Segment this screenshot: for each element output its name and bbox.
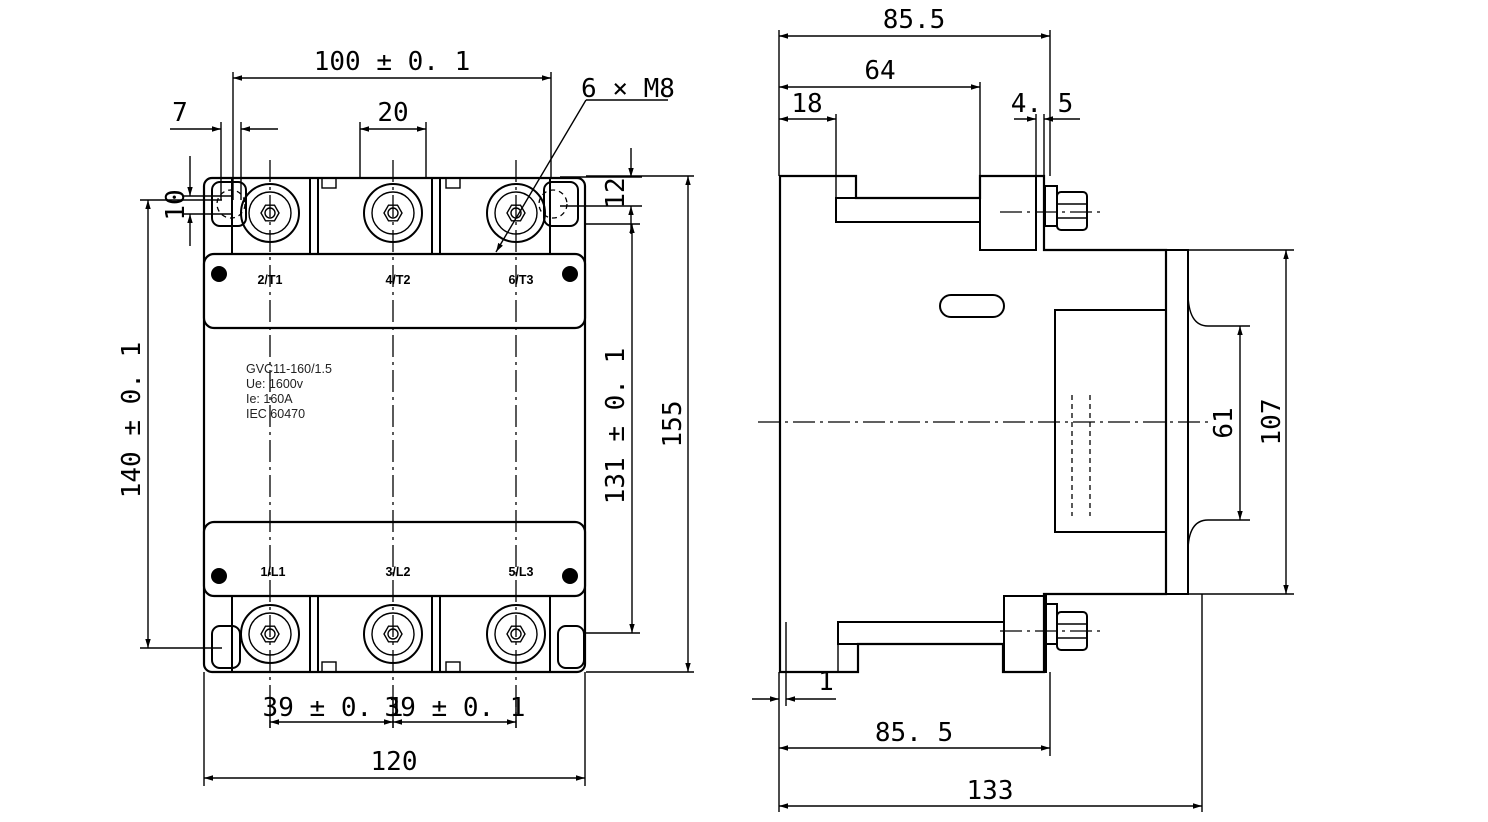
dim-width-20: 20 <box>377 98 408 128</box>
nameplate-voltage: Ue: 1600v <box>246 377 304 391</box>
mount-screw-icon <box>562 568 578 584</box>
front-view: 2/T1 4/T2 6/T3 1/L1 3/L2 5/L3 GVC11-160/… <box>117 47 694 786</box>
mount-screw-icon <box>562 266 578 282</box>
dim-height-61: 61 <box>1209 407 1239 438</box>
bottom-label-strip <box>202 520 587 598</box>
top-label-strip <box>202 252 587 330</box>
bottom-terminal-block <box>211 595 585 673</box>
dim-width-120: 120 <box>371 747 418 777</box>
dim-height-140: 140 ± 0. 1 <box>117 342 147 499</box>
dim-offset-12: 12 <box>601 177 631 208</box>
terminal-label-1-l1: 1/L1 <box>260 565 285 579</box>
side-view: 85.5 64 18 4. 5 61 107 1 85. 5 <box>752 5 1294 812</box>
dim-pitch-39-left: 39 ± 0. 1 <box>263 693 404 723</box>
dim-total-133: 133 <box>967 776 1014 806</box>
dim-height-131: 131 ± 0. 1 <box>601 348 631 505</box>
terminal-label-4-t2: 4/T2 <box>385 273 410 287</box>
dim-height-155: 155 <box>658 401 688 448</box>
front-body-outline <box>202 176 587 674</box>
dim-pitch-39-right: 39 ± 0. 1 <box>385 693 526 723</box>
dim-gap-4-5: 4. 5 <box>1011 89 1074 119</box>
dim-depth-64: 64 <box>864 56 895 86</box>
bolt-head-icon <box>1056 191 1088 231</box>
mount-screw-icon <box>211 568 227 584</box>
terminal-label-3-l2: 3/L2 <box>385 565 410 579</box>
nameplate-standard: IEC 60470 <box>246 407 305 421</box>
dim-height-107: 107 <box>1257 399 1287 446</box>
dim-top-pitch: 100 ± 0. 1 <box>314 47 471 77</box>
terminal-label-2-t1: 2/T1 <box>257 273 282 287</box>
terminal-label-6-t3: 6/T3 <box>508 273 533 287</box>
dim-depth-bottom: 85. 5 <box>875 718 953 748</box>
nameplate: GVC11-160/1.5 Ue: 1600v Ie: 160A IEC 604… <box>246 362 332 421</box>
hidden-hole <box>538 189 568 219</box>
mount-screw-icon <box>211 266 227 282</box>
nameplate-model: GVC11-160/1.5 <box>246 362 332 376</box>
dim-depth-top: 85.5 <box>883 5 946 35</box>
side-body-outline <box>778 174 1168 674</box>
terminal-label-5-l3: 5/L3 <box>508 565 533 579</box>
dim-offset-7: 7 <box>172 98 188 128</box>
dim-depth-18: 18 <box>791 89 822 119</box>
nameplate-current: Ie: 160A <box>246 392 293 406</box>
dim-thickness-1: 1 <box>818 667 834 697</box>
dim-offset-10: 10 <box>161 189 191 220</box>
side-slot <box>939 294 1005 318</box>
hidden-hole <box>216 189 246 219</box>
dim-screw-spec: 6 × M8 <box>581 74 675 104</box>
